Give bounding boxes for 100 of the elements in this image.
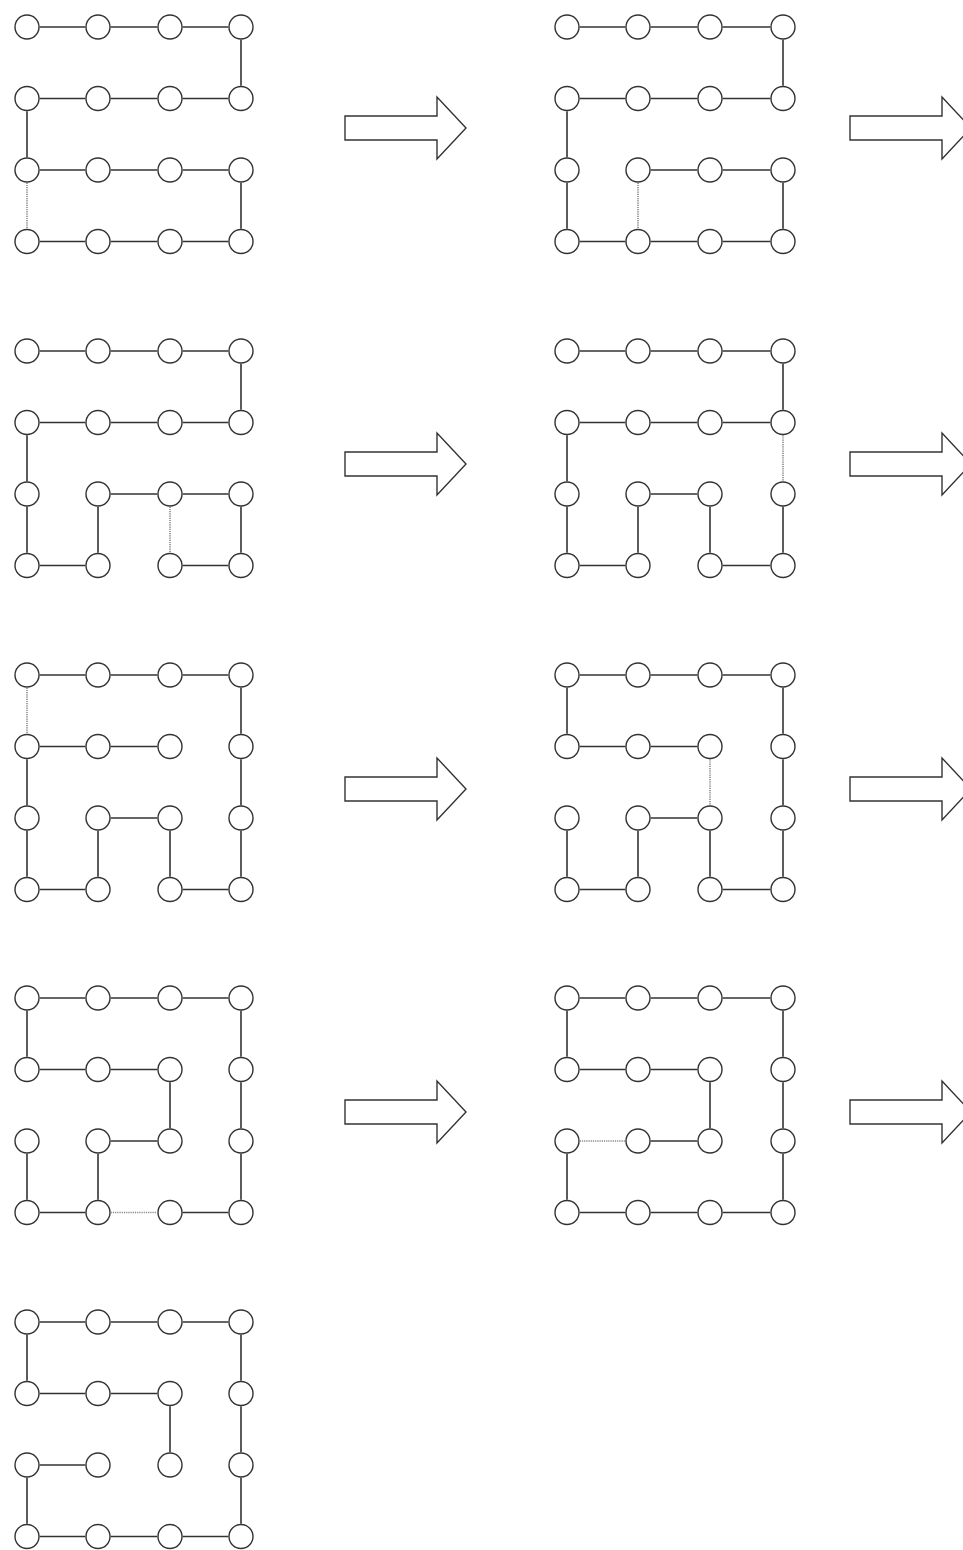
grid-node <box>14 662 40 688</box>
grid-node <box>228 14 254 40</box>
grid-node <box>157 338 183 364</box>
connector <box>109 817 159 819</box>
grid-node <box>85 1056 111 1083</box>
grid-node <box>697 876 723 903</box>
connector <box>38 1392 87 1395</box>
connector <box>109 1321 159 1323</box>
connector <box>38 745 87 748</box>
connector <box>566 1152 568 1201</box>
grid-node <box>625 662 651 688</box>
grid-node <box>157 228 183 255</box>
connector <box>578 1068 627 1071</box>
grid-node <box>228 1199 254 1226</box>
grid-node <box>85 338 111 364</box>
grid-node <box>554 1128 580 1154</box>
connector <box>649 493 699 495</box>
grid-node <box>157 1380 183 1407</box>
grid-node <box>697 733 723 760</box>
connector <box>109 493 159 495</box>
grid-node <box>157 1523 183 1550</box>
connector <box>649 26 699 28</box>
grid-node <box>14 409 40 436</box>
connector <box>578 26 627 28</box>
connector <box>782 1081 784 1130</box>
connector <box>566 181 568 230</box>
grid-node <box>14 1056 40 1083</box>
connector <box>578 350 627 352</box>
grid-node <box>157 481 183 507</box>
grid-node <box>697 552 723 579</box>
connector <box>109 745 159 748</box>
connector <box>578 674 627 676</box>
connector <box>26 1333 28 1382</box>
grid-node <box>770 228 796 255</box>
connector <box>709 829 711 878</box>
grid-node <box>625 552 651 579</box>
connector <box>181 97 230 100</box>
grid-node <box>697 228 723 255</box>
grid-node <box>85 409 111 436</box>
dotted-connector <box>26 181 28 230</box>
grid-node <box>697 14 723 40</box>
grid-node <box>228 481 254 507</box>
grid-node <box>625 338 651 364</box>
grid-node <box>625 1056 651 1083</box>
grid-node <box>85 1309 111 1335</box>
connector <box>709 505 711 554</box>
grid-node <box>770 985 796 1011</box>
grid-node <box>625 409 651 436</box>
grid-node <box>697 1128 723 1154</box>
grid-node <box>14 157 40 183</box>
grid-node <box>85 985 111 1011</box>
grid-node <box>770 338 796 364</box>
grid-node <box>625 157 651 183</box>
connector <box>782 38 784 87</box>
grid-node <box>770 1199 796 1226</box>
connector <box>240 505 242 554</box>
grid-node <box>554 662 580 688</box>
connector <box>38 97 87 100</box>
grid-node <box>554 552 580 579</box>
connector <box>649 97 699 100</box>
grid-node <box>625 1128 651 1154</box>
connector <box>97 829 99 878</box>
connector <box>721 888 772 891</box>
grid-node <box>228 1128 254 1154</box>
connector <box>181 421 230 424</box>
grid-node <box>554 481 580 507</box>
grid-node <box>770 876 796 903</box>
connector <box>38 888 87 891</box>
grid-node <box>625 1199 651 1226</box>
connector <box>649 997 699 999</box>
grid-node <box>554 733 580 760</box>
connector <box>578 1211 627 1214</box>
grid-node <box>697 409 723 436</box>
connector <box>721 674 772 676</box>
connector <box>721 169 772 171</box>
grid-node <box>228 228 254 255</box>
connector <box>721 1211 772 1214</box>
connector <box>240 362 242 411</box>
connector <box>181 1535 230 1538</box>
connector <box>578 240 627 243</box>
grid-node <box>697 1056 723 1083</box>
grid-node <box>625 85 651 112</box>
grid-node <box>157 805 183 831</box>
grid-node <box>228 733 254 760</box>
connector <box>97 1152 99 1201</box>
connector <box>566 686 568 735</box>
grid-node <box>554 805 580 831</box>
connector <box>649 421 699 424</box>
connector <box>38 240 87 243</box>
dotted-connector <box>26 686 28 735</box>
grid-node <box>770 662 796 688</box>
grid-node <box>85 1380 111 1407</box>
connector <box>181 169 230 171</box>
connector <box>109 997 159 999</box>
grid-node <box>697 481 723 507</box>
connector <box>38 564 87 567</box>
grid-node <box>554 85 580 112</box>
grid-node <box>770 14 796 40</box>
connector <box>26 1152 28 1201</box>
grid-node <box>228 338 254 364</box>
